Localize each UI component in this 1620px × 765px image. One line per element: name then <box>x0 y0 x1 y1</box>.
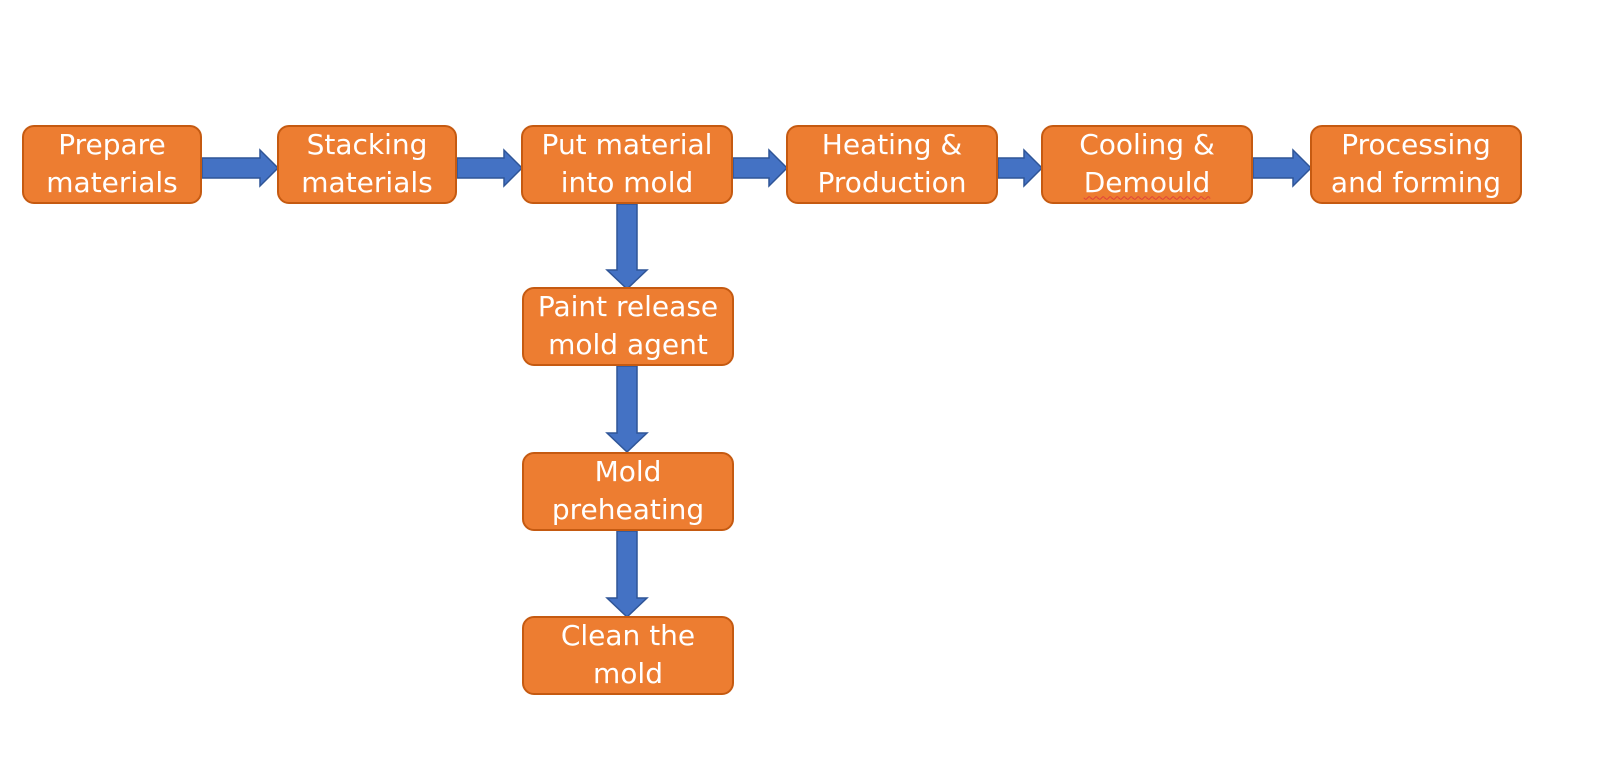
step-label-line-1: Put material <box>541 127 713 161</box>
step-label-line-2: preheating <box>551 492 705 526</box>
arrow-put-material-to-heating <box>732 148 789 188</box>
step-label-line-2: and forming <box>1330 165 1502 199</box>
step-label-line-2: Demould <box>1083 165 1211 199</box>
arrow-stacking-to-put-material <box>456 148 524 188</box>
arrow-paint-release-to-preheating <box>605 365 649 454</box>
step-label-line-1: Heating & <box>821 127 963 161</box>
step-put-material-into-mold: Put material into mold <box>521 125 733 204</box>
step-paint-release-agent: Paint release mold agent <box>522 287 734 366</box>
arrow-prepare-to-stacking <box>201 148 280 188</box>
step-label-line-2: mold agent <box>548 327 708 361</box>
step-label-line-1: Processing <box>1341 127 1491 161</box>
step-processing-forming: Processing and forming <box>1310 125 1522 204</box>
step-prepare-materials: Prepare materials <box>22 125 202 204</box>
step-label-line-1: Paint release <box>537 289 719 323</box>
arrow-put-material-to-paint-release <box>605 203 649 291</box>
step-label-line-2: Production <box>817 165 967 199</box>
step-mold-preheating: Mold preheating <box>522 452 734 531</box>
step-label-line-2: mold <box>593 656 663 690</box>
arrow-heating-to-cooling <box>997 148 1044 188</box>
step-label-line-2: materials <box>301 165 433 199</box>
step-cooling-demould: Cooling & Demould <box>1041 125 1253 204</box>
arrow-cooling-to-processing <box>1252 148 1313 188</box>
step-clean-mold: Clean the mold <box>522 616 734 695</box>
step-label-line-1: Prepare <box>58 127 166 161</box>
arrow-preheating-to-clean <box>605 530 649 619</box>
step-label-line-1: Stacking <box>306 127 428 161</box>
step-label-line-1: Clean the <box>560 618 696 652</box>
step-label-line-2: into mold <box>560 165 694 199</box>
step-label-line-1: Cooling & <box>1079 127 1215 161</box>
step-label-line-2: materials <box>46 165 178 199</box>
step-stacking-materials: Stacking materials <box>277 125 457 204</box>
step-label-line-1: Mold <box>594 454 662 488</box>
step-heating-production: Heating & Production <box>786 125 998 204</box>
